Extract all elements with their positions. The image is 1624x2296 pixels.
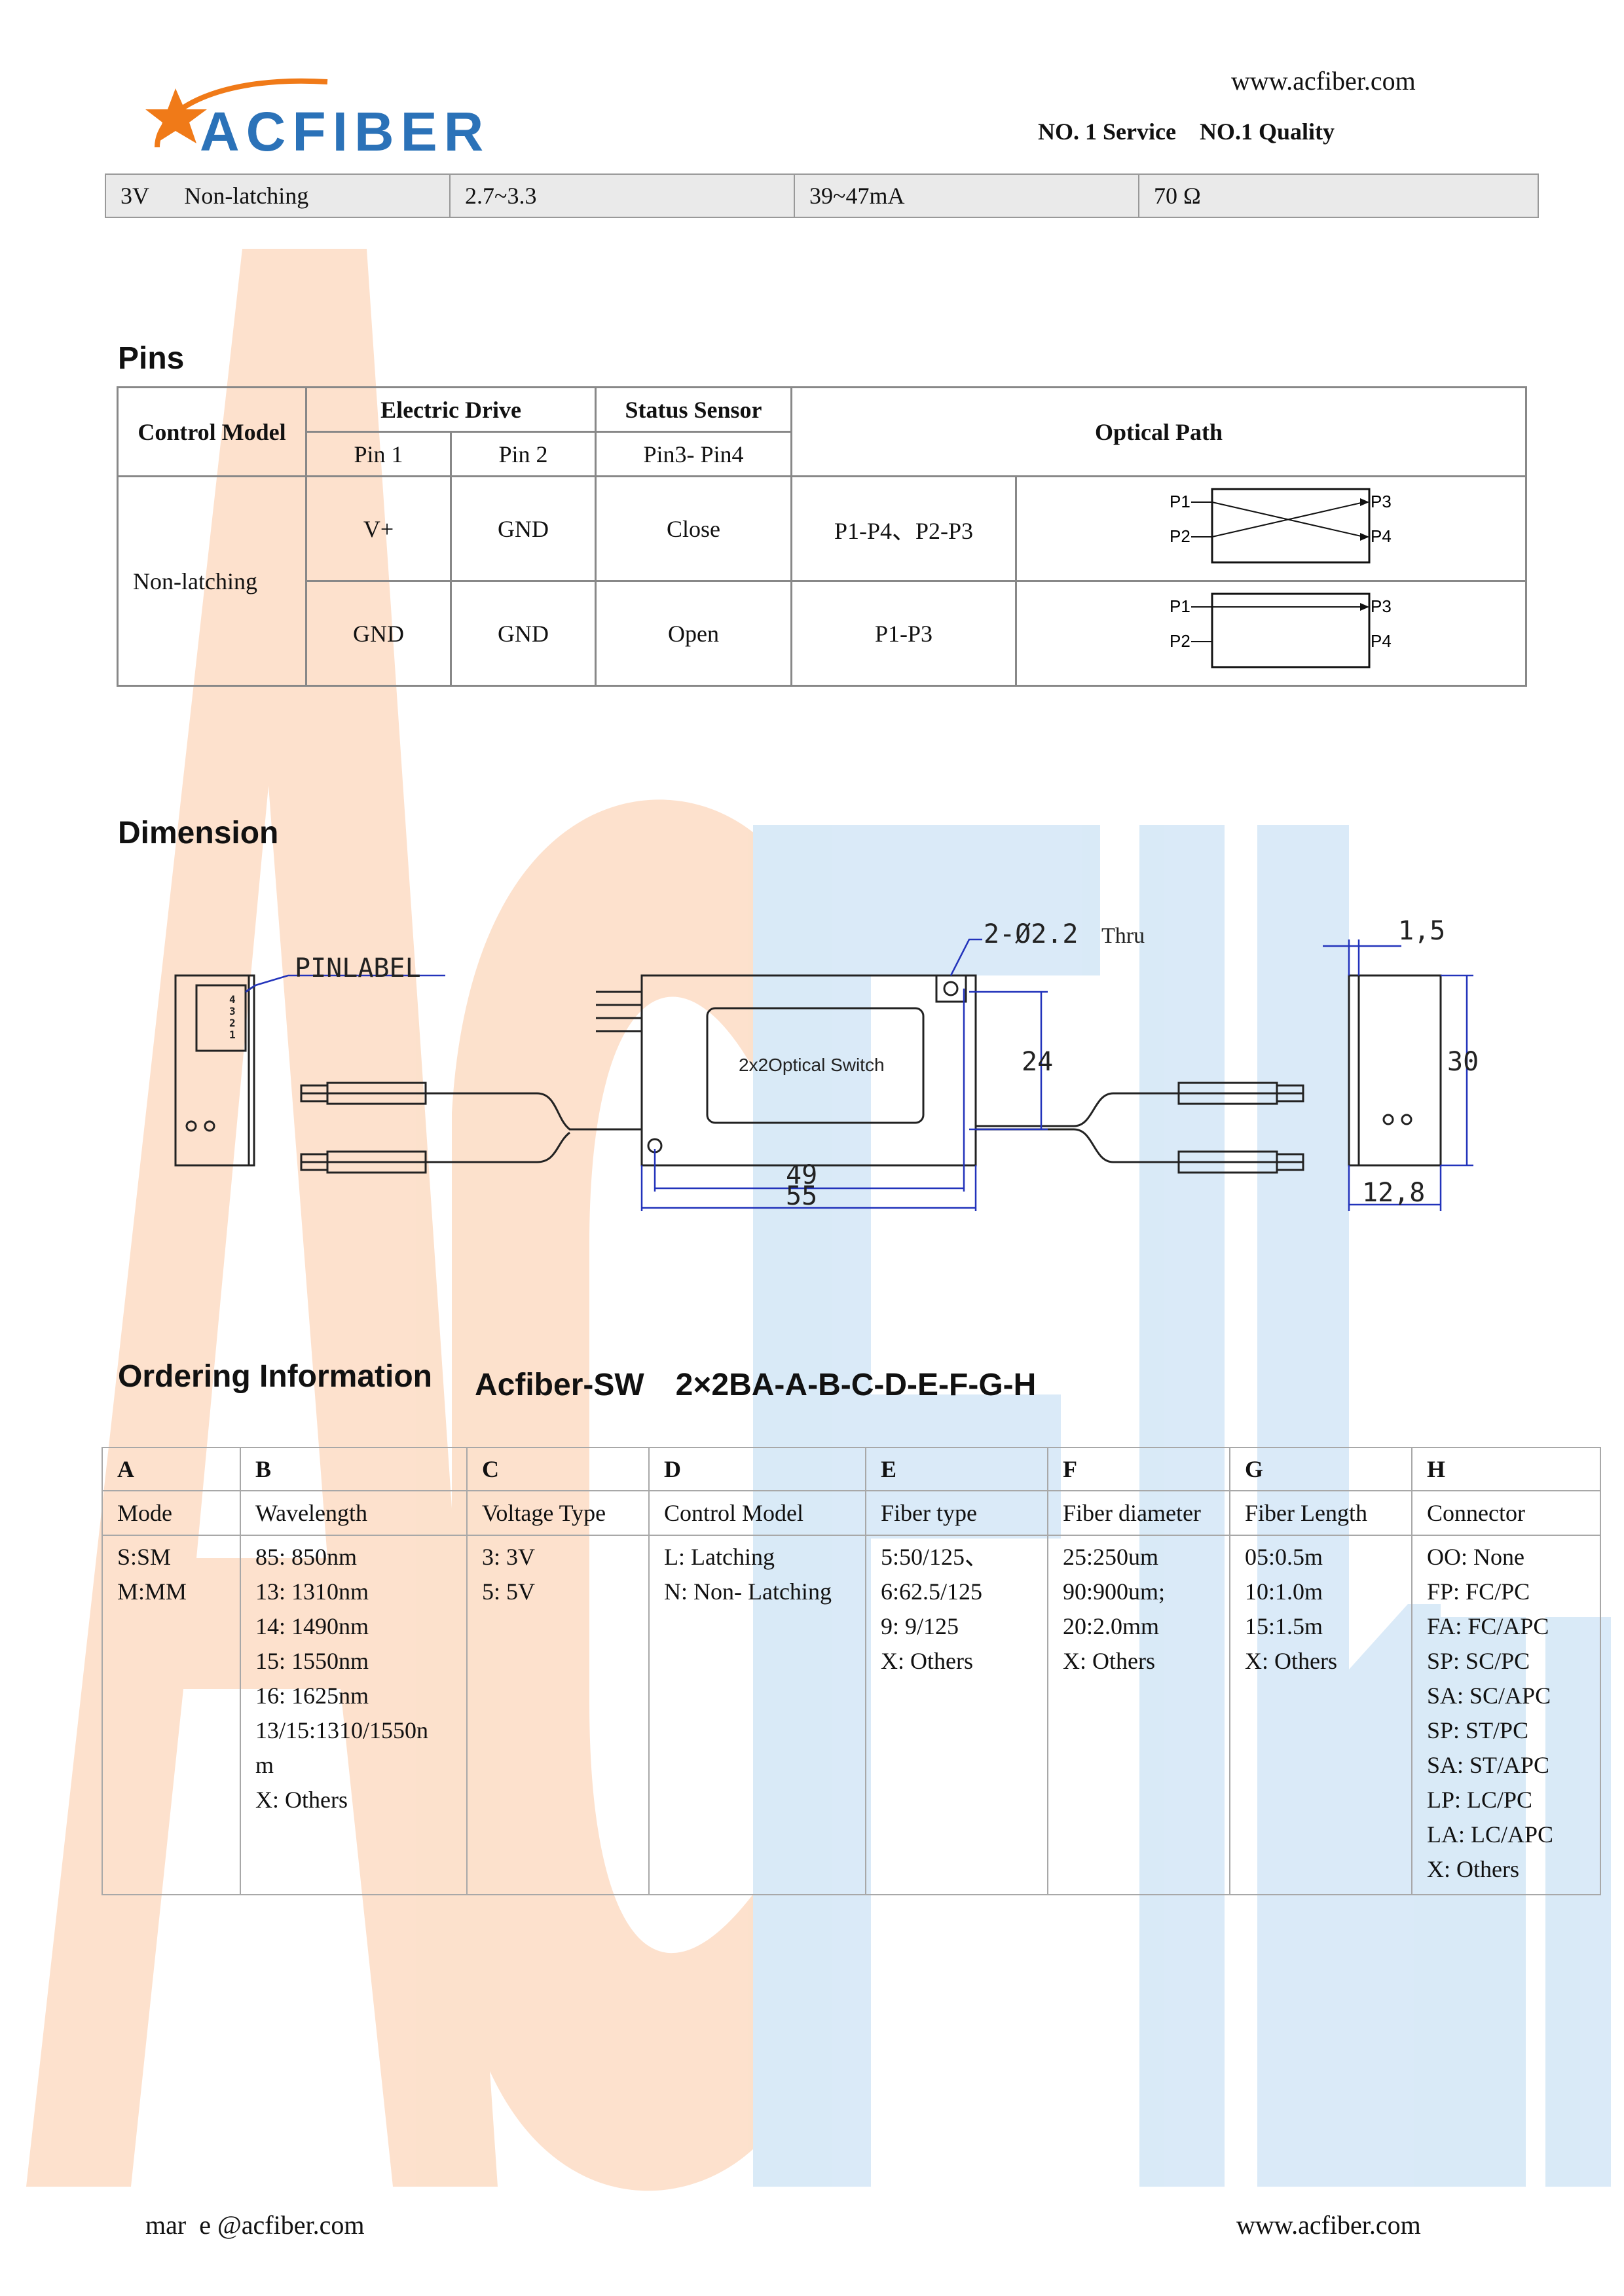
svg-text:P3: P3 [1371,596,1392,616]
straight-path-diagram: P1 P2 P3 P4 [1170,592,1392,668]
cross-path-diagram: P1 P2 P3 P4 [1170,488,1392,564]
svg-text:2: 2 [229,1017,236,1029]
svg-text:P1: P1 [1170,596,1190,616]
dim-side-height: 30 [1447,1047,1479,1077]
device-label: 2x2Optical Switch [739,1055,885,1075]
spec-current: 39~47mA [794,173,1139,218]
spec-resistance: 70 Ω [1138,173,1539,218]
row1-path: P1-P4、P2-P3 [790,475,1017,582]
pin-label-text: PINLABEL [295,953,421,983]
col-head-wavelength: Wavelength [240,1490,468,1536]
header-slogan: NO. 1 Service NO.1 Quality [1038,118,1335,145]
pins-table: Control Model Electric Drive Status Sens… [117,386,1527,687]
pin2-header: Pin 2 [450,431,597,477]
col-head-control: Control Model [648,1490,866,1536]
values-mode: S:SM M:MM [117,1544,187,1605]
control-model-value: Non-latching [117,475,307,687]
svg-text:Thru: Thru [1101,924,1145,948]
row1-pin2: GND [450,475,597,582]
row1-path-diagram: P1 P2 P3 P4 [1015,475,1527,582]
ordering-heading: Ordering Information [118,1359,432,1394]
svg-text:1: 1 [229,1029,236,1041]
dim-width: 55 [786,1181,817,1211]
col-letter-d: D [648,1447,866,1491]
footer-email[interactable]: mar e @acfiber.com [145,2210,365,2240]
dim-inner-width: 49 [786,1160,817,1190]
col-head-fiber-type: Fiber type [865,1490,1048,1536]
dimension-drawing: PINLABEL 4 3 2 1 2x2Optical Switch 2-Ø2.… [174,916,1479,1211]
col-letter-g: G [1229,1447,1412,1491]
spec-row-table: 3V Non-latching 2.7~3.3 39~47mA 70 Ω [105,173,1539,218]
hole-note: 2-Ø2.2 [984,919,1079,949]
ordering-table: A B C D E F G H Mode Wavelength Voltage … [101,1447,1601,1895]
control-model-header: Control Model [117,386,307,477]
row1-status: Close [595,475,792,582]
svg-text:P1: P1 [1170,492,1190,511]
col-letter-h: H [1411,1447,1601,1491]
col-letter-e: E [865,1447,1048,1491]
dim-side-width: 12,8 [1362,1178,1425,1208]
electric-drive-header: Electric Drive [305,386,597,433]
footer-website[interactable]: www.acfiber.com [1236,2210,1421,2240]
svg-text:P4: P4 [1371,526,1392,546]
pins-heading: Pins [118,341,185,376]
header-website[interactable]: www.acfiber.com [1231,66,1416,96]
col-letter-a: A [101,1447,241,1491]
col-head-voltage: Voltage Type [466,1490,650,1536]
status-sensor-header: Status Sensor [595,386,792,433]
row2-status: Open [595,580,792,687]
row2-pin2: GND [450,580,597,687]
pin1-header: Pin 1 [305,431,452,477]
row2-pin1: GND [305,580,452,687]
values-wavelength: 85: 850nm 13: 1310nm 14: 1490nm 15: 1550… [255,1544,429,1813]
col-letter-b: B [240,1447,468,1491]
row1-pin1: V+ [305,475,452,582]
acfiber-logo: ACFIBER [145,78,485,160]
pin34-header: Pin3- Pin4 [595,431,792,477]
svg-text:ACFIBER: ACFIBER [200,101,485,160]
col-head-fiber-length: Fiber Length [1229,1490,1412,1536]
dimension-heading: Dimension [118,816,279,850]
values-fiber-type: 5:50/125、 6:62.5/125 9: 9/125 X: Others [881,1544,989,1674]
values-voltage: 3: 3V 5: 5V [482,1544,535,1605]
spec-voltage-model: 3V Non-latching [105,173,451,218]
svg-text:P3: P3 [1371,492,1392,511]
values-connector: OO: None FP: FC/PC FA: FC/APC SP: SC/PC … [1427,1544,1554,1882]
values-fiber-diameter: 25:250um 90:900um; 20:2.0mm X: Others [1063,1544,1166,1674]
row2-path-diagram: P1 P2 P3 P4 [1015,580,1527,687]
dim-thickness: 1,5 [1398,916,1445,946]
values-control: L: Latching N: Non- Latching [664,1544,832,1605]
svg-text:P2: P2 [1170,526,1190,546]
col-head-fiber-diameter: Fiber diameter [1047,1490,1230,1536]
svg-text:P2: P2 [1170,631,1190,651]
svg-text:3: 3 [229,1005,236,1017]
dim-height: 24 [1022,1047,1053,1077]
row2-path: P1-P3 [790,580,1017,687]
svg-text:4: 4 [229,993,236,1006]
col-letter-f: F [1047,1447,1230,1491]
col-letter-c: C [466,1447,650,1491]
svg-text:P4: P4 [1371,631,1392,651]
col-head-connector: Connector [1411,1490,1601,1536]
optical-path-header: Optical Path [790,386,1527,477]
spec-voltage-range: 2.7~3.3 [449,173,795,218]
ordering-code: Acfiber-SW 2×2BA-A-B-C-D-E-F-G-H [475,1368,1037,1402]
col-head-mode: Mode [101,1490,241,1536]
values-fiber-length: 05:0.5m 10:1.0m 15:1.5m X: Others [1245,1544,1337,1674]
